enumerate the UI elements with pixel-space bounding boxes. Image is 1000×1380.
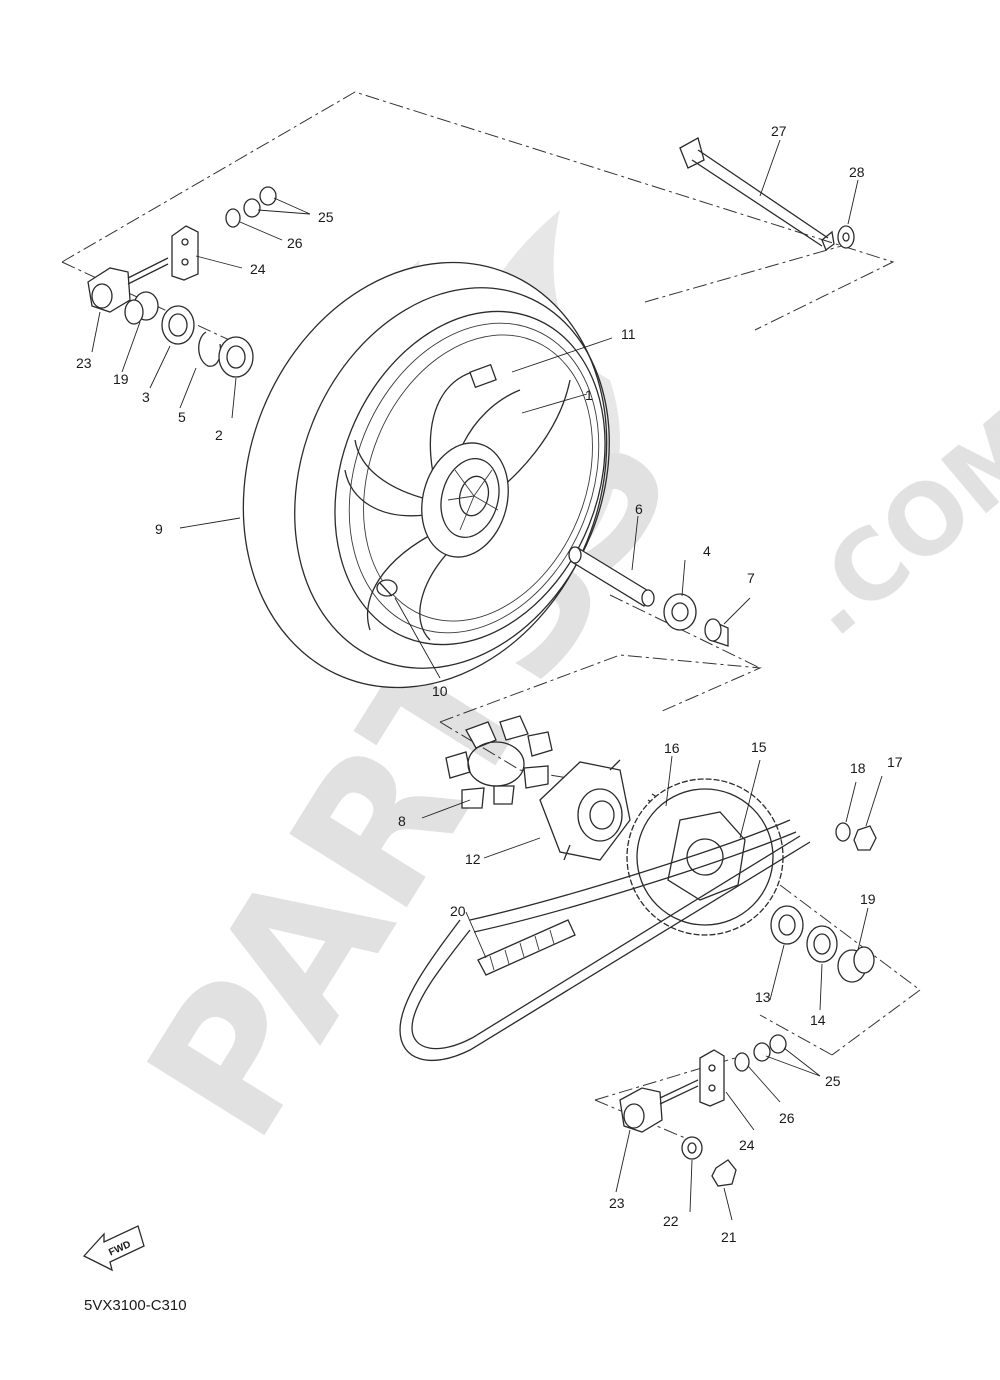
washer-nuts-lower xyxy=(734,1034,787,1072)
callout-18: 18 xyxy=(850,760,866,776)
dampers xyxy=(445,715,553,809)
balance-weight xyxy=(469,363,497,389)
leader-lines xyxy=(91,139,883,1221)
callout-16: 16 xyxy=(664,740,680,756)
oil-seal-lower xyxy=(806,925,838,963)
callout-13: 13 xyxy=(755,989,771,1005)
watermark-suffix: .COM xyxy=(778,389,1000,657)
callout-17: 17 xyxy=(887,754,903,770)
callout-14: 14 xyxy=(810,1012,826,1028)
callout-24-upper: 24 xyxy=(250,261,266,277)
callout-23-upper: 23 xyxy=(76,355,92,371)
circlip-upper xyxy=(198,331,222,367)
spacer-tube xyxy=(568,546,655,607)
washer-22 xyxy=(681,1136,703,1160)
callout-21: 21 xyxy=(721,1229,737,1245)
assembly-frame-upper xyxy=(61,91,895,346)
bearing-mid xyxy=(663,593,697,631)
chain-puller-lower xyxy=(619,1079,699,1133)
callout-26-lower: 26 xyxy=(779,1110,795,1126)
oil-seal-upper xyxy=(161,305,195,345)
callout-12: 12 xyxy=(465,851,481,867)
valve xyxy=(376,579,398,597)
callout-26-upper: 26 xyxy=(287,235,303,251)
callout-20: 20 xyxy=(450,903,466,919)
clutch-hub xyxy=(539,759,631,861)
bearing-lower xyxy=(770,905,804,945)
callout-24-lower: 24 xyxy=(739,1137,755,1153)
callout-23-lower: 23 xyxy=(609,1195,625,1211)
callout-19-lower: 19 xyxy=(860,891,876,907)
callout-19-upper: 19 xyxy=(113,371,129,387)
callout-25-lower: 25 xyxy=(825,1073,841,1089)
callout-25-upper: 25 xyxy=(318,209,334,225)
tire xyxy=(242,261,610,689)
callout-7: 7 xyxy=(747,570,755,586)
callout-4: 4 xyxy=(703,543,711,559)
callouts: 1 2 3 4 5 6 7 8 9 10 11 12 13 14 15 16 1… xyxy=(76,123,903,1245)
sprocket xyxy=(626,778,784,936)
plate-upper xyxy=(171,225,199,281)
diagram-code: 5VX3100-C310 xyxy=(84,1297,187,1314)
collar-upper xyxy=(124,291,159,325)
callout-22: 22 xyxy=(663,1213,679,1229)
callout-6: 6 xyxy=(635,501,643,517)
callout-1: 1 xyxy=(585,387,593,403)
collar-lower xyxy=(837,946,875,983)
wheel-axle xyxy=(679,137,835,252)
callout-10: 10 xyxy=(432,683,448,699)
collar-mid xyxy=(704,618,729,647)
fwd-arrow-icon: FWD xyxy=(82,1225,145,1272)
callout-2: 2 xyxy=(215,427,223,443)
wheel-rim xyxy=(334,310,606,646)
nut-21 xyxy=(711,1159,737,1187)
drive-chain xyxy=(399,819,811,1062)
callout-8: 8 xyxy=(398,813,406,829)
nut-17 xyxy=(853,825,877,851)
plate-lower xyxy=(699,1049,725,1107)
chain-puller-upper xyxy=(87,257,169,313)
washer-axle xyxy=(837,225,855,249)
callout-3: 3 xyxy=(142,389,150,405)
callout-5: 5 xyxy=(178,409,186,425)
callout-11: 11 xyxy=(621,326,636,342)
washer-18 xyxy=(835,822,851,842)
bearing-upper xyxy=(218,336,254,378)
callout-28: 28 xyxy=(849,164,865,180)
callout-9: 9 xyxy=(155,521,163,537)
washer-nuts-upper xyxy=(225,186,277,228)
callout-15: 15 xyxy=(751,739,767,755)
assembly-frame-middle xyxy=(439,594,762,781)
callout-27: 27 xyxy=(771,123,787,139)
